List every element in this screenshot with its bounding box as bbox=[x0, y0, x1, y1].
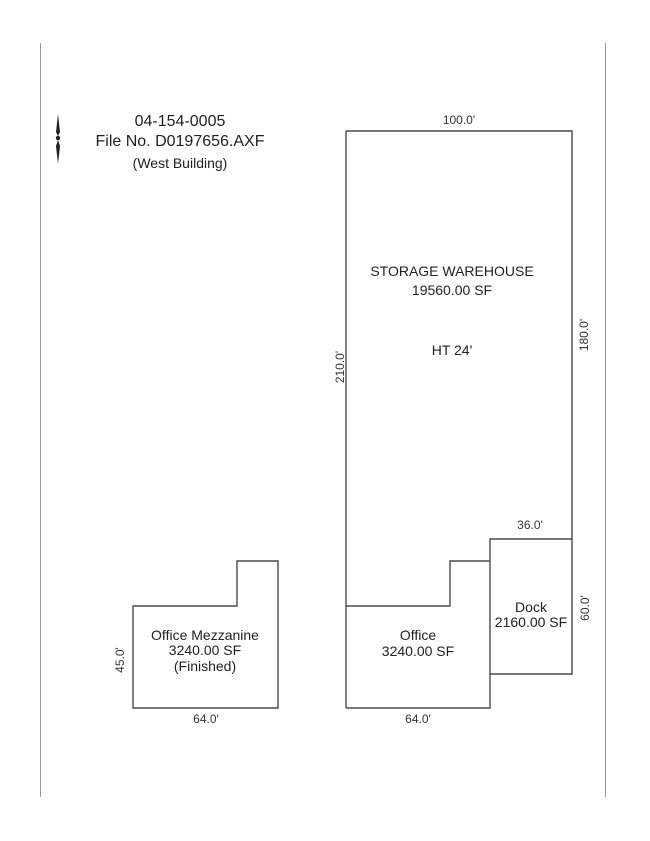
mezzanine-dim-bottom: 64.0' bbox=[193, 712, 219, 726]
mezzanine-area: 3240.00 SF bbox=[168, 642, 242, 658]
warehouse-dim-right: 180.0' bbox=[577, 318, 591, 352]
dock-dim-right: 60.0' bbox=[578, 595, 592, 621]
dock-area: 2160.00 SF bbox=[494, 614, 568, 630]
parcel-id: 04-154-0005 bbox=[134, 113, 226, 130]
warehouse-office-divider bbox=[346, 560, 490, 607]
office-name: Office bbox=[399, 627, 437, 643]
warehouse-dim-left: 210.0' bbox=[333, 350, 347, 384]
north-arrow-icon bbox=[55, 114, 61, 164]
mezzanine-finish: (Finished) bbox=[173, 658, 237, 674]
warehouse-name: STORAGE WAREHOUSE bbox=[370, 263, 534, 279]
office-mezzanine-outline bbox=[132, 560, 279, 709]
warehouse-dim-top: 100.0' bbox=[442, 113, 476, 127]
page-border-right bbox=[605, 43, 606, 797]
dock-outline bbox=[489, 538, 573, 675]
warehouse-area: 19560.00 SF bbox=[411, 282, 493, 298]
dock-name: Dock bbox=[515, 599, 547, 615]
office-outline bbox=[346, 674, 491, 709]
mezzanine-dim-left: 45.0' bbox=[113, 647, 127, 673]
mezzanine-name: Office Mezzanine bbox=[151, 627, 259, 643]
office-area: 3240.00 SF bbox=[381, 643, 455, 659]
building-name: (West Building) bbox=[132, 155, 228, 171]
sketch-title-block: 04-154-0005 File No. D0197656.AXF (West … bbox=[80, 112, 280, 173]
dock-dim-top: 36.0' bbox=[517, 518, 543, 532]
storage-warehouse-outline bbox=[346, 130, 573, 539]
warehouse-height: HT 24' bbox=[431, 342, 473, 358]
office-dim-bottom: 64.0' bbox=[405, 712, 431, 726]
file-number: File No. D0197656.AXF bbox=[95, 133, 265, 150]
page-border-left bbox=[40, 43, 41, 797]
